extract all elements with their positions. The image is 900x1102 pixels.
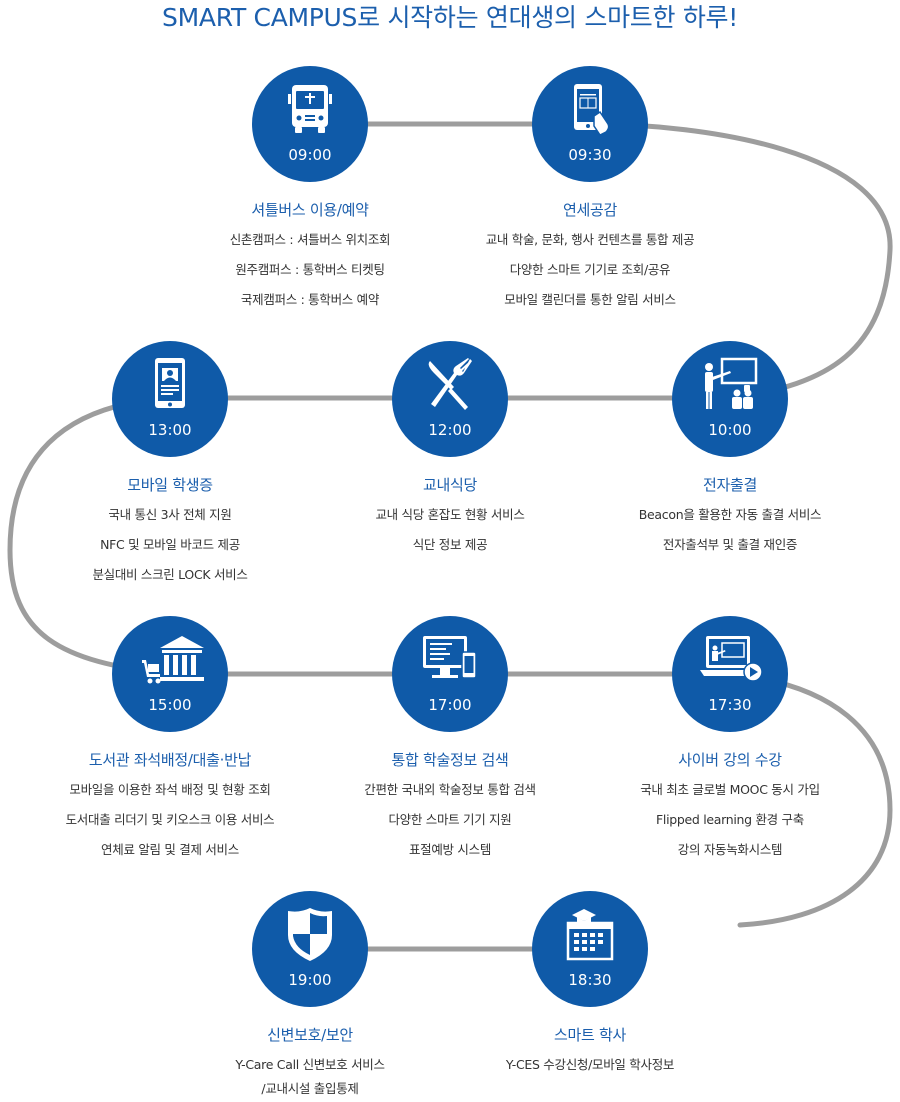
caption-heading: 연세공감 xyxy=(562,201,617,219)
caption-line: 표절예방 시스템 xyxy=(408,842,492,857)
node-time: 09:30 xyxy=(568,146,612,164)
caption-library: 도서관 좌석배정/대출·반납 모바일을 이용한 좌석 배정 및 현황 조회 도서… xyxy=(20,745,320,865)
caption-heading: 스마트 학사 xyxy=(554,1026,626,1044)
caption-heading: 모바일 학생증 xyxy=(127,476,213,494)
node-1200: 12:00 xyxy=(392,341,508,457)
caption-line: 교내 식당 혼잡도 현황 서비스 xyxy=(375,507,525,522)
node-0900: 09:00 xyxy=(252,66,368,182)
caption-line: 강의 자동녹화시스템 xyxy=(677,842,783,857)
node-time: 17:00 xyxy=(428,696,472,714)
caption-line: Y-Care Call 신변보호 서비스 xyxy=(235,1057,385,1072)
caption-academic-search: 통합 학술정보 검색 간편한 국내외 학술정보 통합 검색 다양한 스마트 기기… xyxy=(300,745,600,865)
caption-heading: 전자출결 xyxy=(702,476,757,494)
node-time: 12:00 xyxy=(428,421,472,439)
caption-line: 교내 학술, 문화, 행사 컨텐츠를 통합 제공 xyxy=(485,232,695,247)
node-1000: 10:00 xyxy=(672,341,788,457)
caption-line: 국내 최초 글로벌 MOOC 동시 가입 xyxy=(640,782,820,797)
caption-shuttle: 셔틀버스 이용/예약 신촌캠퍼스 : 셔틀버스 위치조회 원주캠퍼스 : 통학버… xyxy=(160,195,460,315)
caption-line: 다양한 스마트 기기로 조회/공유 xyxy=(509,262,671,277)
caption-line: 식단 정보 제공 xyxy=(412,537,488,552)
node-1700: 17:00 xyxy=(392,616,508,732)
caption-line: 연체료 알림 및 결제 서비스 xyxy=(101,842,239,857)
node-time: 10:00 xyxy=(708,421,752,439)
caption-line: 원주캠퍼스 : 통학버스 티켓팅 xyxy=(235,262,385,277)
bus-icon xyxy=(288,85,332,133)
caption-line: 다양한 스마트 기기 지원 xyxy=(388,812,512,827)
node-1830: 18:30 xyxy=(532,891,648,1007)
smartphone-touch-icon xyxy=(574,84,610,136)
monitor-phone-icon xyxy=(423,636,477,679)
caption-line: 도서대출 리더기 및 키오스크 이용 서비스 xyxy=(65,812,275,827)
node-1300: 13:00 xyxy=(112,341,228,457)
caption-cyber-lecture: 사이버 강의 수강 국내 최초 글로벌 MOOC 동시 가입 Flipped l… xyxy=(580,745,880,865)
node-time: 13:00 xyxy=(148,421,192,439)
node-1900: 19:00 xyxy=(252,891,368,1007)
node-time: 15:00 xyxy=(148,696,192,714)
caption-line: Beacon을 활용한 자동 출결 서비스 xyxy=(638,507,822,522)
caption-smart-academic: 스마트 학사 Y-CES 수강신청/모바일 학사정보 xyxy=(440,1020,740,1080)
node-1730: 17:30 xyxy=(672,616,788,732)
caption-line: 국내 통신 3사 전체 지원 xyxy=(108,507,232,522)
caption-heading: 사이버 강의 수강 xyxy=(678,751,782,769)
node-time: 09:00 xyxy=(288,146,332,164)
caption-line: 분실대비 스크린 LOCK 서비스 xyxy=(92,567,248,582)
node-0930: 09:30 xyxy=(532,66,648,182)
caption-line: 전자출석부 및 출결 재인증 xyxy=(662,537,798,552)
caption-heading: 교내식당 xyxy=(422,476,477,494)
caption-heading: 통합 학술정보 검색 xyxy=(391,751,509,769)
caption-heading: 도서관 좌석배정/대출·반납 xyxy=(88,751,252,769)
caption-cafeteria: 교내식당 교내 식당 혼잡도 현황 서비스 식단 정보 제공 xyxy=(300,470,600,560)
node-time: 17:30 xyxy=(708,696,752,714)
caption-mobile-id: 모바일 학생증 국내 통신 3사 전체 지원 NFC 및 모바일 바코드 제공 … xyxy=(20,470,320,590)
lecture-presenter-icon xyxy=(705,357,758,409)
shield-icon xyxy=(288,908,332,961)
caption-line: 간편한 국내외 학술정보 통합 검색 xyxy=(364,782,536,797)
caption-line: Y-CES 수강신청/모바일 학사정보 xyxy=(505,1057,675,1072)
laptop-video-icon xyxy=(700,636,763,682)
page-title: SMART CAMPUS로 시작하는 연대생의 스마트한 하루! xyxy=(162,3,738,32)
graduation-calendar-icon xyxy=(566,909,614,961)
node-1500: 15:00 xyxy=(112,616,228,732)
fork-knife-icon xyxy=(428,358,472,410)
caption-line: 모바일을 이용한 좌석 배정 및 현황 조회 xyxy=(69,782,271,797)
caption-line: 모바일 캘린더를 통한 알림 서비스 xyxy=(504,292,676,307)
caption-heading: 신변보호/보안 xyxy=(267,1026,353,1044)
caption-line: 국제캠퍼스 : 통학버스 예약 xyxy=(240,292,380,307)
caption-line: /교내시설 출입통제 xyxy=(261,1081,359,1096)
caption-line: Flipped learning 환경 구축 xyxy=(656,812,804,827)
node-time: 19:00 xyxy=(288,971,332,989)
caption-attendance: 전자출결 Beacon을 활용한 자동 출결 서비스 전자출석부 및 출결 재인… xyxy=(580,470,880,560)
caption-heading: 셔틀버스 이용/예약 xyxy=(251,201,369,219)
caption-yonsei-gonggam: 연세공감 교내 학술, 문화, 행사 컨텐츠를 통합 제공 다양한 스마트 기기… xyxy=(440,195,740,315)
caption-line: NFC 및 모바일 바코드 제공 xyxy=(100,537,240,552)
caption-security: 신변보호/보안 Y-Care Call 신변보호 서비스 /교내시설 출입통제 xyxy=(160,1020,460,1102)
node-time: 18:30 xyxy=(568,971,612,989)
caption-line: 신촌캠퍼스 : 셔틀버스 위치조회 xyxy=(229,232,391,247)
mobile-id-card-icon xyxy=(155,358,185,408)
library-cart-icon xyxy=(142,636,204,684)
